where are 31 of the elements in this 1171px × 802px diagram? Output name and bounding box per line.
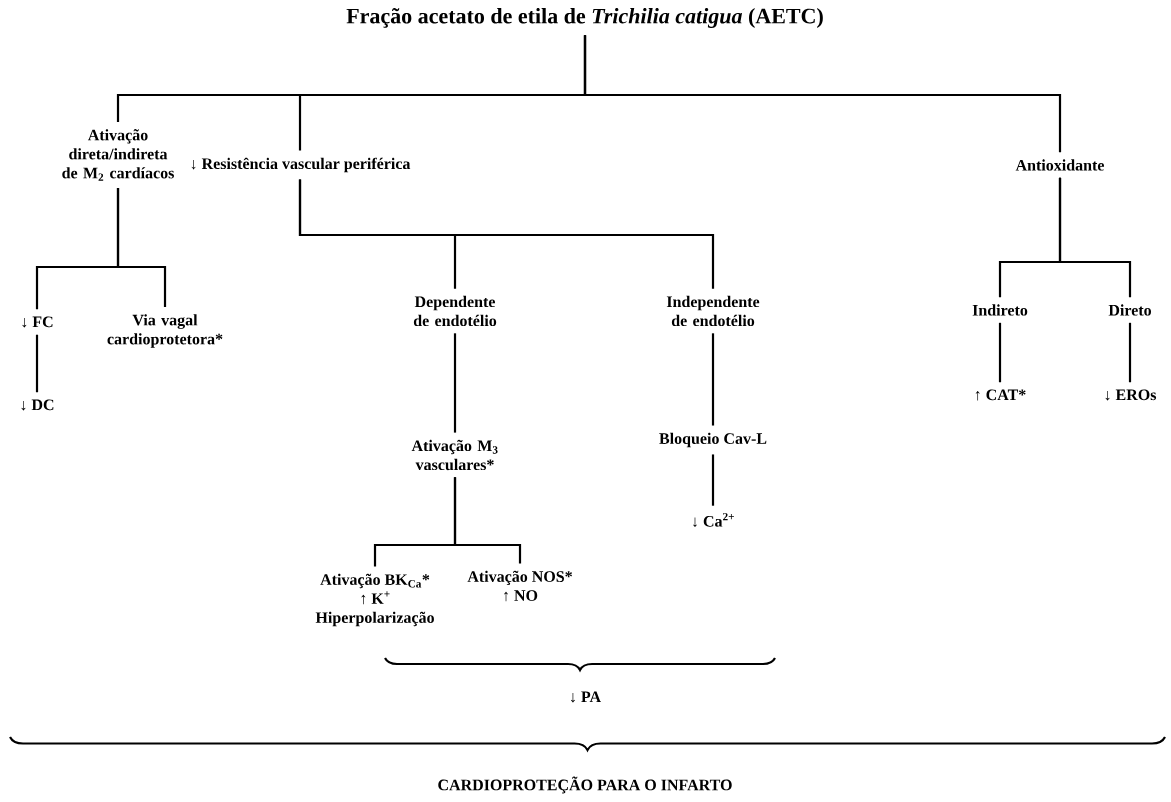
connector-line [453, 333, 457, 433]
node-text: Antioxidante [1015, 159, 1105, 171]
result-text: ↓ PA [571, 691, 601, 703]
node-text: Via vagal cardioprotetora* [107, 314, 223, 348]
node-text: Ativação BK$_{Ca}$* ↑ K$^{+}$ Hiperpolarização [315, 573, 434, 627]
conclusion-text: CARDIOPROTEÇÃO PARA O INFARTO [438, 776, 732, 794]
node-text: Bloqueio Cav-L [659, 432, 767, 448]
node-text: ↓ Ca$^{2+}$ [693, 512, 734, 528]
node-text: ↓ DC [21, 399, 54, 411]
node-text: ↓ Resistência vascular periférica [191, 157, 411, 173]
connector-line [711, 333, 715, 426]
connector-line [453, 477, 522, 564]
node-text: ↑ CAT* [975, 389, 1026, 401]
node-text: Ativação M$_{3}$ vasculares* [411, 439, 498, 471]
node-text: Independente de endotélio [666, 295, 760, 327]
connector-line [116, 188, 167, 308]
node-text: Dependente de endotélio [413, 295, 497, 327]
connector-line [998, 322, 1002, 383]
node-text: Ativação direta/indireta de M$_{2}$ cardíacos [62, 129, 174, 181]
node-text: ↓ EROs [1105, 389, 1157, 401]
node-text: ↓ FC [22, 316, 53, 328]
connector-line [298, 179, 715, 289]
connector-line [583, 35, 1062, 153]
connector-line [711, 454, 715, 506]
node-text: Indireto [972, 304, 1028, 316]
connector-line [35, 334, 39, 393]
node-text: Ativação NOS* ↑ NO [467, 570, 572, 602]
connector-line [1128, 322, 1132, 383]
title-text: Fração acetato de etila de Trichilia catigua (AETC) [346, 8, 823, 28]
node-text: Direto [1108, 304, 1151, 316]
connector-line [1058, 177, 1132, 298]
